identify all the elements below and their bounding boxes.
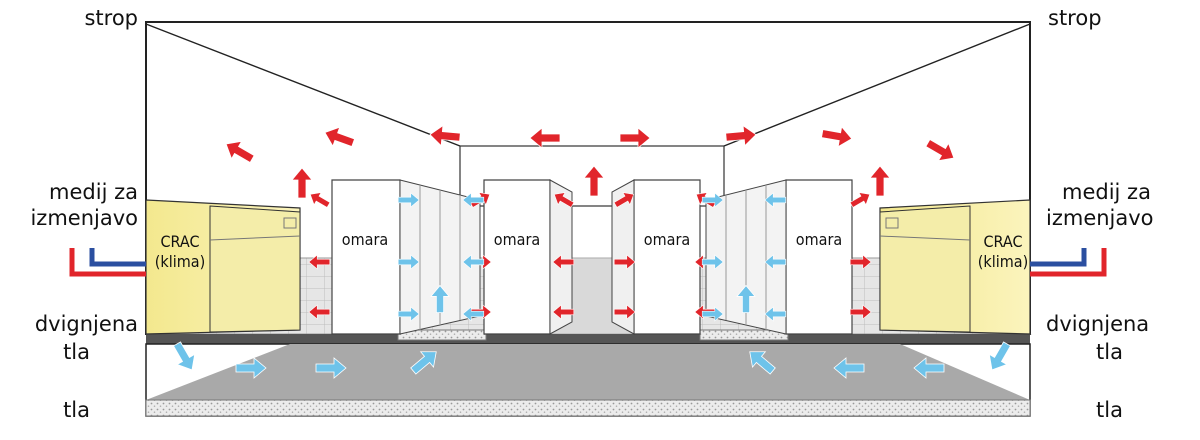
crac-label-right: CRAC (klima) — [972, 232, 1034, 272]
cold-air-arrow-40 — [764, 306, 787, 322]
hot-air-arrow-13 — [308, 304, 331, 320]
ceiling-label-right: strop — [1048, 6, 1102, 30]
cabinet-row-1 — [331, 179, 481, 335]
hot-air-arrow-0 — [225, 140, 255, 164]
hot-air-arrow-20 — [613, 192, 635, 208]
cabinet-row-3 — [611, 179, 701, 335]
medium-label-right-1: medij za — [1062, 180, 1151, 204]
hot-air-arrow-1 — [324, 126, 356, 148]
coolant-pipes-right — [1030, 248, 1107, 277]
airflow-arrows — [172, 124, 1012, 379]
crac-label-right-line1: CRAC — [983, 232, 1023, 251]
cold-air-arrow-42 — [736, 285, 756, 313]
cabinet-label-4: omara — [795, 230, 843, 249]
hot-air-arrow-19 — [552, 304, 575, 320]
ceiling-label-left: strop — [84, 6, 138, 30]
hot-air-arrow-12 — [308, 254, 331, 270]
cabinet-label-2: omara — [493, 230, 541, 249]
hot-air-arrow-11 — [309, 192, 331, 208]
floor-label-right: tla — [1096, 398, 1123, 422]
cold-air-arrow-39 — [764, 254, 787, 270]
hot-air-arrow-2 — [429, 124, 461, 147]
raised-floor-label-right-1: dvignjena — [1046, 312, 1150, 336]
cold-air-arrow-44 — [235, 357, 267, 379]
cold-air-arrow-35 — [701, 192, 724, 208]
medium-label-left-1: medij za — [49, 180, 138, 204]
crac-label-left-line2: (klima) — [154, 252, 206, 271]
cold-air-arrow-33 — [462, 254, 485, 270]
cold-air-arrow-43 — [172, 341, 196, 371]
cold-air-arrow-30 — [397, 254, 420, 270]
hot-air-arrow-9 — [583, 165, 605, 197]
hot-air-arrow-18 — [552, 254, 575, 270]
cold-air-arrow-41 — [430, 285, 450, 313]
hot-air-arrow-28 — [849, 304, 872, 320]
crac-unit-left — [145, 199, 301, 335]
raised-floor-label-right-2: tla — [1096, 340, 1123, 364]
cold-air-arrow-46 — [410, 351, 437, 375]
cabinet-label-1: omara — [341, 230, 389, 249]
cold-air-arrow-31 — [397, 306, 420, 322]
hot-air-arrow-17 — [553, 192, 575, 208]
crac-label-left-line1: CRAC — [160, 232, 200, 251]
cabinet-label-3: omara — [643, 230, 691, 249]
crac-label-right-line2: (klima) — [977, 252, 1029, 271]
crac-unit-right — [879, 199, 1031, 335]
hot-air-arrow-27 — [849, 254, 872, 270]
hot-air-arrow-26 — [849, 192, 871, 208]
coolant-pipes-left — [69, 248, 146, 277]
hot-air-arrow-22 — [613, 304, 636, 320]
hot-air-arrow-3 — [529, 127, 561, 149]
cold-air-arrow-37 — [701, 306, 724, 322]
cold-air-arrow-48 — [833, 357, 865, 379]
medium-label-right-2: izmenjavo — [1046, 206, 1154, 230]
hot-air-arrow-10 — [869, 165, 891, 197]
cold-air-arrow-29 — [397, 192, 420, 208]
hot-air-arrow-7 — [925, 138, 955, 162]
raised-floor-label-left-1: dvignjena — [34, 312, 138, 336]
cold-air-arrow-34 — [462, 306, 485, 322]
cold-air-arrow-32 — [462, 192, 485, 208]
raised-floor-label-left-2: tla — [63, 340, 90, 364]
floor-label-left: tla — [63, 398, 90, 422]
cold-air-arrow-38 — [764, 192, 787, 208]
medium-label-left-2: izmenjavo — [30, 206, 138, 230]
hot-air-arrow-4 — [619, 127, 651, 149]
cold-air-arrow-47 — [749, 351, 776, 375]
cabinet-row-4 — [705, 179, 853, 335]
hot-air-arrow-8 — [291, 167, 313, 199]
hot-air-arrow-6 — [821, 125, 853, 148]
hot-air-arrow-5 — [725, 124, 757, 147]
crac-label-left: CRAC (klima) — [150, 232, 210, 272]
perforated-tiles — [397, 329, 789, 341]
cold-air-arrow-49 — [913, 357, 945, 379]
raised-floor-plenum — [145, 334, 1031, 417]
hot-air-arrow-21 — [613, 254, 636, 270]
cold-air-arrow-50 — [988, 341, 1012, 371]
cold-air-arrow-36 — [701, 254, 724, 270]
cold-air-arrow-45 — [315, 357, 347, 379]
